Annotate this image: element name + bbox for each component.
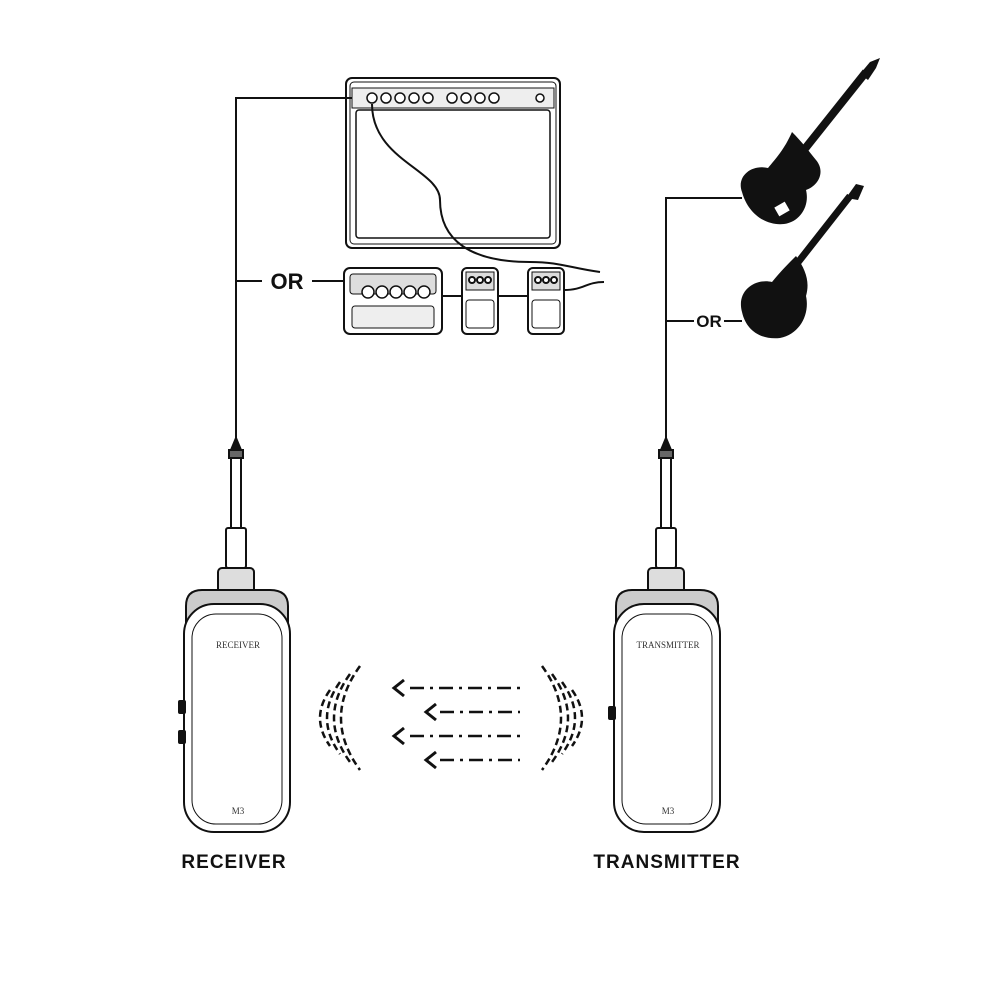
pedal-icon [461,267,528,335]
or-label-amp-pedal: OR [271,269,304,294]
pedal-icon [527,267,605,335]
transmitter-caption: TRANSMITTER [593,852,740,873]
receiver-device: RECEIVER M3 [178,589,291,833]
jack-plug-icon [217,435,255,597]
or-label-guitars: OR [696,312,722,331]
receiver-device-label: RECEIVER [216,640,260,650]
receiver-model-label: M3 [232,806,245,816]
arrow-left-icon [423,750,520,770]
wireless-signal-icon [540,665,584,771]
amplifier-icon [345,77,601,273]
jack-plug-icon [647,435,685,597]
electric-guitar-icon [740,58,880,225]
wireless-signal-icon [318,665,362,771]
transmitter-cable [665,197,742,438]
arrow-left-icon [391,678,520,698]
effects-pedalboard-icon [343,267,462,335]
receiver-caption: RECEIVER [181,852,286,873]
transmitter-model-label: M3 [662,806,675,816]
arrow-left-icon [391,726,520,746]
arrow-left-icon [423,702,520,722]
bass-guitar-icon [740,184,864,339]
transmitter-device: TRANSMITTER M3 [608,589,721,833]
transmitter-device-label: TRANSMITTER [637,640,700,650]
receiver-cable [235,97,360,438]
